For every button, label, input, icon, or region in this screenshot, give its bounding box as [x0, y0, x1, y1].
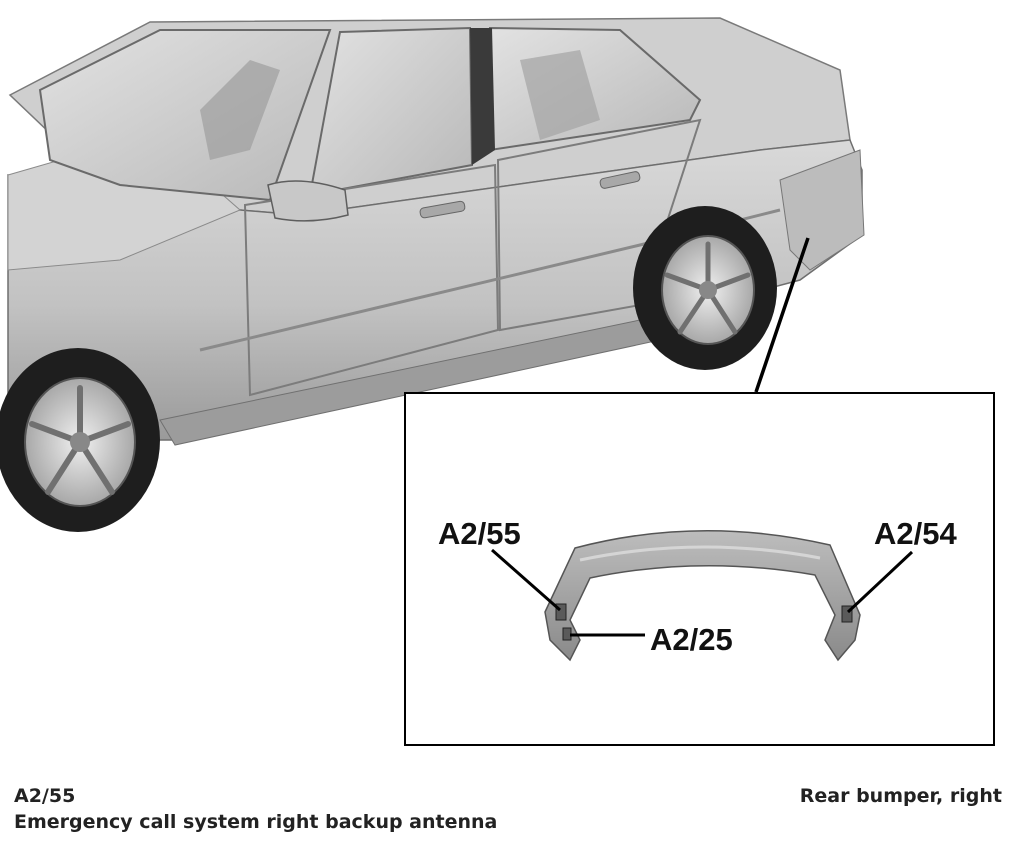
antenna-a2-25	[562, 627, 572, 641]
callout-label-a2-25: A2/25	[650, 622, 733, 657]
leader-line-a2-55	[491, 548, 561, 612]
side-mirror	[267, 180, 349, 222]
callout-label-a2-55: A2/55	[438, 516, 521, 551]
rear-bumper	[544, 529, 861, 662]
caption-description: Emergency call system right backup anten…	[14, 811, 498, 833]
callout-label-a2-54: A2/54	[874, 516, 957, 551]
rear-wheel	[633, 206, 777, 370]
leader-line-a2-54	[846, 550, 914, 614]
car-windows	[38, 26, 702, 202]
front-wheel	[0, 348, 160, 532]
detail-inset-frame	[404, 392, 995, 746]
caption-location: Rear bumper, right	[799, 785, 1002, 807]
antenna-a2-54	[841, 605, 853, 623]
caption-component-code: A2/55	[14, 785, 76, 807]
antenna-a2-55	[555, 603, 567, 621]
detail-leader-line	[754, 237, 810, 393]
